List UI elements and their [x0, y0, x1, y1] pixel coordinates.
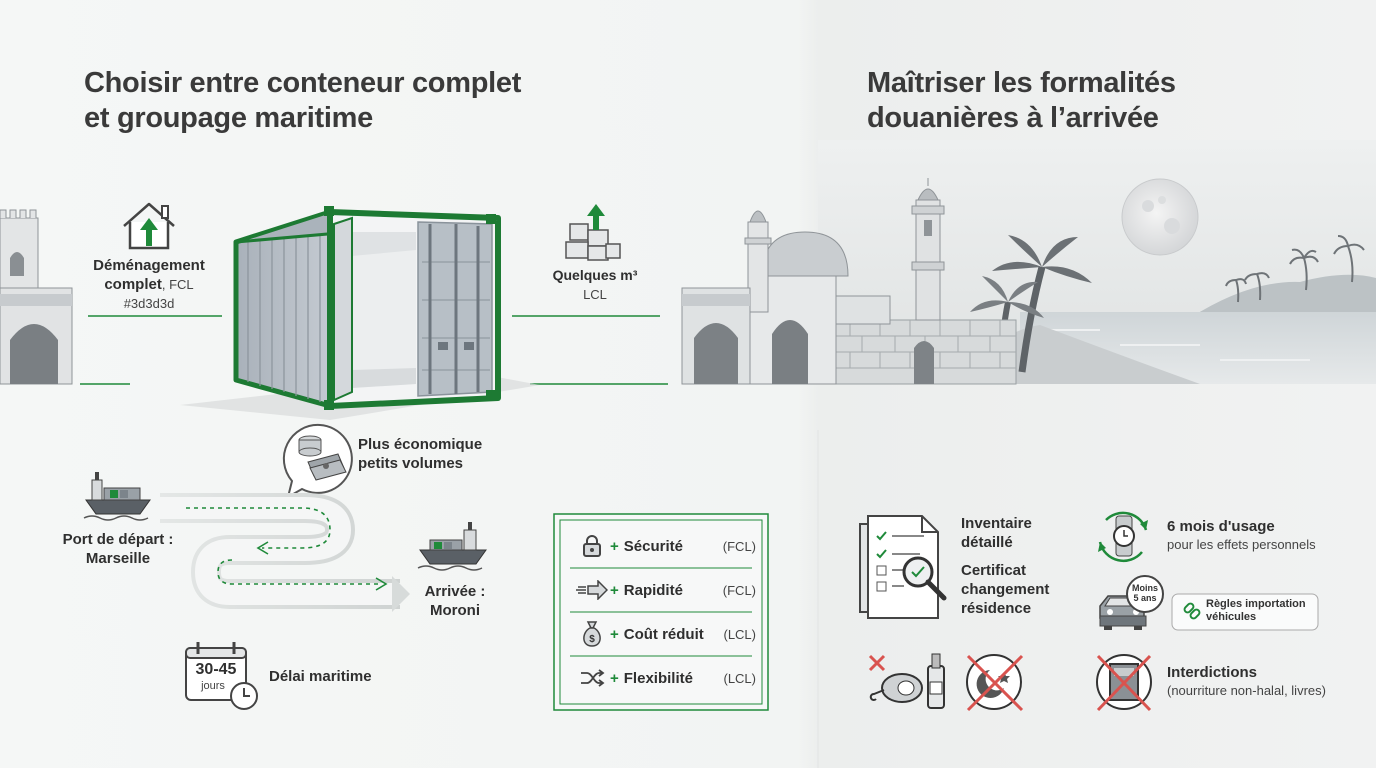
link-icon	[1183, 602, 1201, 620]
left-title: Choisir entre conteneur complet et group…	[84, 66, 521, 136]
departure-line1: Port de départ :	[62, 531, 174, 548]
fcl-label-line2: complet	[104, 276, 162, 293]
calendar-icon	[185, 642, 247, 701]
advantage-plus: +	[610, 581, 619, 599]
calendar-unit: jours	[201, 680, 225, 692]
fcl-label-line1: Déménagement	[93, 257, 205, 274]
inventory-label: Inventaire détaillé	[961, 514, 1032, 552]
arrival-line2: Moroni	[430, 602, 480, 619]
certificate-line1: Certificat	[961, 562, 1027, 579]
shuffle-icon	[574, 668, 610, 688]
advantage-cost-label: Coût réduit	[623, 625, 704, 643]
economy-line1: Plus économique	[358, 436, 483, 453]
calendar-days: 30-45	[195, 661, 237, 678]
crescent-prohibited-icon	[966, 654, 1024, 712]
prohibitions-sub: (nourriture non-halal, livres)	[1167, 683, 1326, 698]
car-badge-line1: Moins	[1132, 583, 1158, 593]
departure-ship-icon	[83, 472, 151, 521]
lcl-label: Quelques m³ LCL	[540, 266, 650, 304]
book-prohibited-icon	[1096, 654, 1152, 712]
lcl-tag: LCL	[583, 287, 607, 302]
house-icon	[123, 202, 175, 250]
advantage-flexibility-label: Flexibilité	[623, 669, 693, 687]
svg-text:$: $	[589, 634, 595, 645]
departure-line2: Marseille	[85, 550, 151, 567]
usage-label: 6 mois d'usage pour les effets personnel…	[1167, 518, 1316, 554]
advantage-flexibility: +Flexibilité (LCL)	[574, 656, 756, 700]
advantage-security-tag: (FCL)	[722, 538, 756, 554]
inventory-line1: Inventaire	[961, 515, 1032, 532]
meat-alcohol-prohibited-icon	[868, 653, 945, 709]
prohibitions-title: Interdictions	[1167, 664, 1258, 681]
car-icon	[1099, 575, 1164, 630]
calendar-text: 30-45 jours	[186, 662, 246, 694]
economy-line2: petits volumes	[358, 455, 464, 472]
right-title: Maîtriser les formalités douanières à l’…	[867, 66, 1176, 136]
right-title-line2: douanières à l’arrivée	[867, 102, 1159, 134]
advantage-cost: $ +Coût réduit (LCL)	[574, 612, 756, 656]
advantage-plus: +	[610, 537, 619, 555]
left-arch	[0, 209, 73, 385]
advantage-speed-tag: (FCL)	[722, 582, 756, 598]
advantage-plus: +	[610, 625, 619, 643]
moon	[1121, 178, 1199, 256]
advantage-cost-tag: (LCL)	[723, 626, 756, 642]
advantage-security-label: Sécurité	[623, 537, 683, 555]
advantage-security: +Sécurité (FCL)	[574, 524, 756, 568]
certificate-line2: changement	[961, 581, 1050, 598]
right-title-line1: Maîtriser les formalités	[867, 67, 1176, 99]
usage-title: 6 mois d'usage	[1167, 518, 1275, 535]
lock-icon	[574, 534, 610, 558]
advantage-speed: +Rapidité (FCL)	[574, 568, 756, 612]
fcl-color-code: #3d3d3d	[123, 296, 175, 311]
clock-icon	[230, 682, 258, 710]
left-title-line2: et groupage maritime	[84, 102, 373, 134]
car-badge-line2: 5 ans	[1133, 593, 1157, 603]
advantages-panel: +Sécurité (FCL) +Rapidité (FCL) $ +Coût …	[560, 520, 762, 704]
vehicle-rules-label: Règles importation véhicules	[1206, 598, 1306, 624]
boxes-icon	[565, 204, 621, 261]
lcl-label-text: Quelques m³	[552, 267, 638, 283]
vehicle-rules-box	[1171, 593, 1319, 631]
left-title-line1: Choisir entre conteneur complet	[84, 67, 522, 99]
arrival-line1: Arrivée :	[424, 583, 486, 600]
sea-route	[160, 493, 410, 612]
arrival-label: Arrivée : Moroni	[410, 582, 500, 620]
certificate-line3: résidence	[961, 600, 1032, 617]
fcl-label: Déménagement complet, FCL #3d3d3d	[76, 256, 222, 313]
fast-arrow-icon	[574, 580, 610, 600]
economy-label: Plus économique petits volumes	[358, 435, 482, 473]
distant-palms	[1225, 235, 1365, 303]
vehicle-rules-line2: véhicules	[1206, 611, 1257, 623]
fcl-tag: FCL	[169, 277, 194, 292]
shipping-container	[233, 206, 501, 410]
vehicle-rules-line1: Règles importation	[1206, 598, 1306, 610]
advantage-plus: +	[610, 669, 619, 687]
usage-sub: pour les effets personnels	[1167, 537, 1316, 552]
advantage-flexibility-tag: (LCL)	[723, 670, 756, 686]
car-age-badge: Moins 5 ans	[1127, 583, 1163, 603]
certificate-label: Certificat changement résidence	[961, 561, 1049, 618]
inventory-line2: détaillé	[961, 534, 1013, 551]
prohibitions-label: Interdictions (nourriture non-halal, liv…	[1167, 664, 1326, 700]
mosque	[681, 178, 1017, 385]
watch-cycle-icon	[1098, 511, 1148, 562]
arrival-ship-icon	[417, 522, 487, 571]
delay-label: Délai maritime	[269, 668, 372, 685]
coins-bubble-icon	[282, 423, 353, 500]
documents-magnifier-icon	[859, 515, 947, 619]
advantage-speed-label: Rapidité	[623, 581, 683, 599]
money-bag-icon: $	[574, 620, 610, 648]
departure-label: Port de départ : Marseille	[50, 530, 186, 568]
